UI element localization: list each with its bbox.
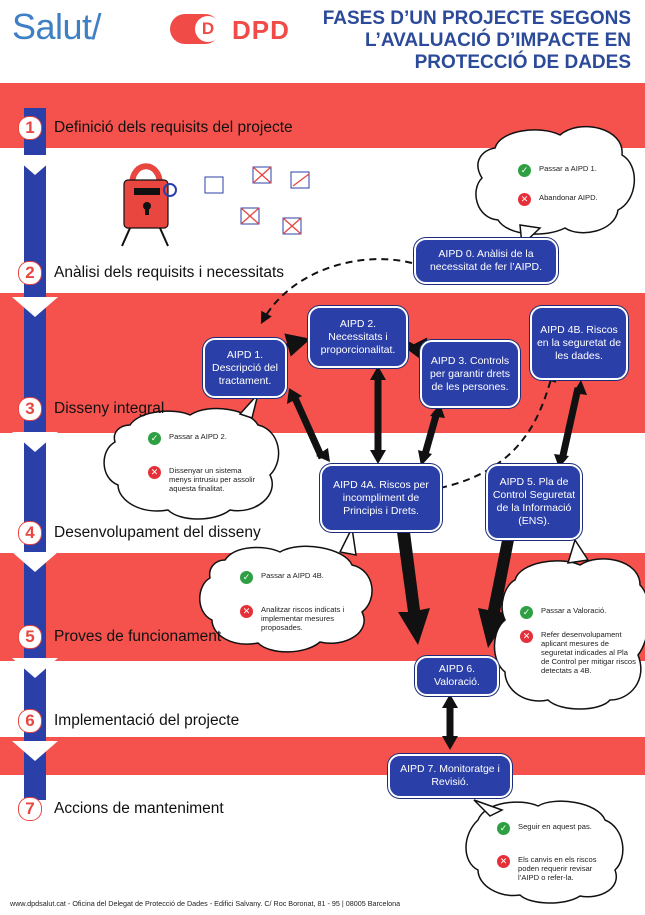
step-number: 3: [18, 397, 42, 421]
check-icon: ✓: [240, 571, 253, 584]
step-number: 5: [18, 625, 42, 649]
check-icon: ✓: [520, 606, 533, 619]
node-aipd4a: AIPD 4A. Riscos per incompliment de Prin…: [320, 464, 442, 532]
option-text: Refer desenvolupament aplicant mesures d…: [541, 630, 636, 675]
option-text: Analitzar riscos indicats i implementar …: [261, 605, 345, 632]
node-aipd6: AIPD 6. Valoració.: [415, 656, 499, 696]
option-text: Passar a AIPD 4B.: [261, 571, 324, 580]
step-label: Anàlisi dels requisits i necessitats: [54, 264, 285, 281]
cloud-0-no: ✕ Abandonar AIPD.: [518, 193, 618, 206]
option-text: Passar a Valoració.: [541, 606, 607, 615]
check-icon: ✓: [148, 432, 161, 445]
cloud-7-ok: ✓ Seguir en aquest pas.: [497, 822, 597, 835]
step-6: 6 Implementació del projecte: [18, 709, 239, 733]
arrow-1-2: [283, 333, 311, 357]
option-text: Seguir en aquest pas.: [518, 822, 592, 831]
timeline-bar: [24, 108, 46, 800]
step-number: 6: [18, 709, 42, 733]
step-7: 7 Accions de manteniment: [18, 797, 224, 821]
cloud-0: [475, 125, 636, 235]
check-icon: ✓: [497, 822, 510, 835]
cloud-1: [103, 407, 280, 520]
dashed-arrow-4a-4b: [439, 369, 557, 489]
step-4: 4 Desenvolupament del disseny: [18, 521, 261, 545]
padlock-illustration: [121, 163, 177, 247]
cross-icon: ✕: [497, 855, 510, 868]
step-label: Proves de funcionament: [54, 628, 222, 645]
clouds: [103, 125, 645, 904]
option-text: Dissenyar un sistema menys intrusiu per …: [169, 466, 256, 493]
node-aipd1: AIPD 1. Descripció del tractament.: [203, 338, 287, 398]
step-number: 1: [18, 116, 42, 140]
option-text: Els canvis en els riscos poden requerir …: [518, 855, 597, 882]
cloud-4-ok: ✓ Passar a AIPD 4B.: [240, 571, 350, 584]
step-5: 5 Proves de funcionament: [18, 625, 221, 649]
timeline-chevrons: [12, 155, 58, 761]
option-text: Passar a AIPD 2.: [169, 432, 227, 441]
node-aipd2: AIPD 2. Necessitats i proporcionalitat.: [308, 306, 408, 368]
dpd-logo-text: DPD: [232, 15, 290, 45]
cloud-1-no: ✕ Dissenyar un sistema menys intrusiu pe…: [148, 466, 266, 493]
node-aipd7: AIPD 7. Monitoratge i Revisió.: [388, 754, 512, 798]
band-4: [0, 737, 645, 775]
dashed-arrow-0-1: [260, 258, 413, 325]
cloud-5-no: ✕ Refer desenvolupament aplicant mesures…: [520, 630, 638, 675]
step-label: Definició dels requisits del projecte: [54, 119, 293, 136]
node-aipd0: AIPD 0. Anàlisi de la necessitat de fer …: [414, 238, 558, 284]
page-title: FASES D’UN PROJECTE SEGONS L’AVALUACIÓ D…: [322, 8, 631, 73]
cross-icon: ✕: [520, 630, 533, 643]
option-text: Passar a AIPD 1.: [539, 164, 597, 173]
step-number: 2: [18, 261, 42, 285]
brand-logo: Salut/: [12, 6, 102, 47]
double-arrows: [291, 372, 582, 742]
step-3: 3 Disseny integral: [18, 397, 164, 421]
step-label: Accions de manteniment: [54, 800, 224, 817]
step-label: Disseny integral: [54, 400, 165, 417]
cross-icon: ✕: [240, 605, 253, 618]
step-label: Desenvolupament del disseny: [54, 524, 261, 541]
cloud-5-ok: ✓ Passar a Valoració.: [520, 606, 638, 619]
cloud-4: [199, 545, 373, 653]
big-arrow-4a-6: [397, 532, 430, 645]
footer-text: www.dpdsalut.cat - Oficina del Delegat d…: [10, 899, 401, 908]
step-number: 7: [18, 797, 42, 821]
dpd-logo-letter: D: [195, 16, 221, 42]
step-1: 1 Definició dels requisits del projecte: [18, 116, 293, 140]
cross-icon: ✕: [148, 466, 161, 479]
step-number: 4: [18, 521, 42, 545]
step-2: 2 Anàlisi dels requisits i necessitats: [18, 261, 284, 285]
cloud-4-no: ✕ Analitzar riscos indicats i implementa…: [240, 605, 358, 632]
node-aipd3: AIPD 3. Controls per garantir drets de l…: [420, 340, 520, 408]
cloud-1-ok: ✓ Passar a AIPD 2.: [148, 432, 268, 445]
cross-icon: ✕: [518, 193, 531, 206]
cloud-5: [493, 558, 645, 710]
cloud-0-ok: ✓ Passar a AIPD 1.: [518, 164, 618, 177]
node-aipd5: AIPD 5. Pla de Control Seguretat de la I…: [486, 464, 582, 540]
node-aipd4b: AIPD 4B. Riscos en la seguretat de les d…: [530, 306, 628, 380]
step-label: Implementació del projecte: [54, 712, 240, 729]
option-text: Abandonar AIPD.: [539, 193, 598, 202]
check-icon: ✓: [518, 164, 531, 177]
cloud-7-no: ✕ Els canvis en els riscos poden requeri…: [497, 855, 605, 882]
